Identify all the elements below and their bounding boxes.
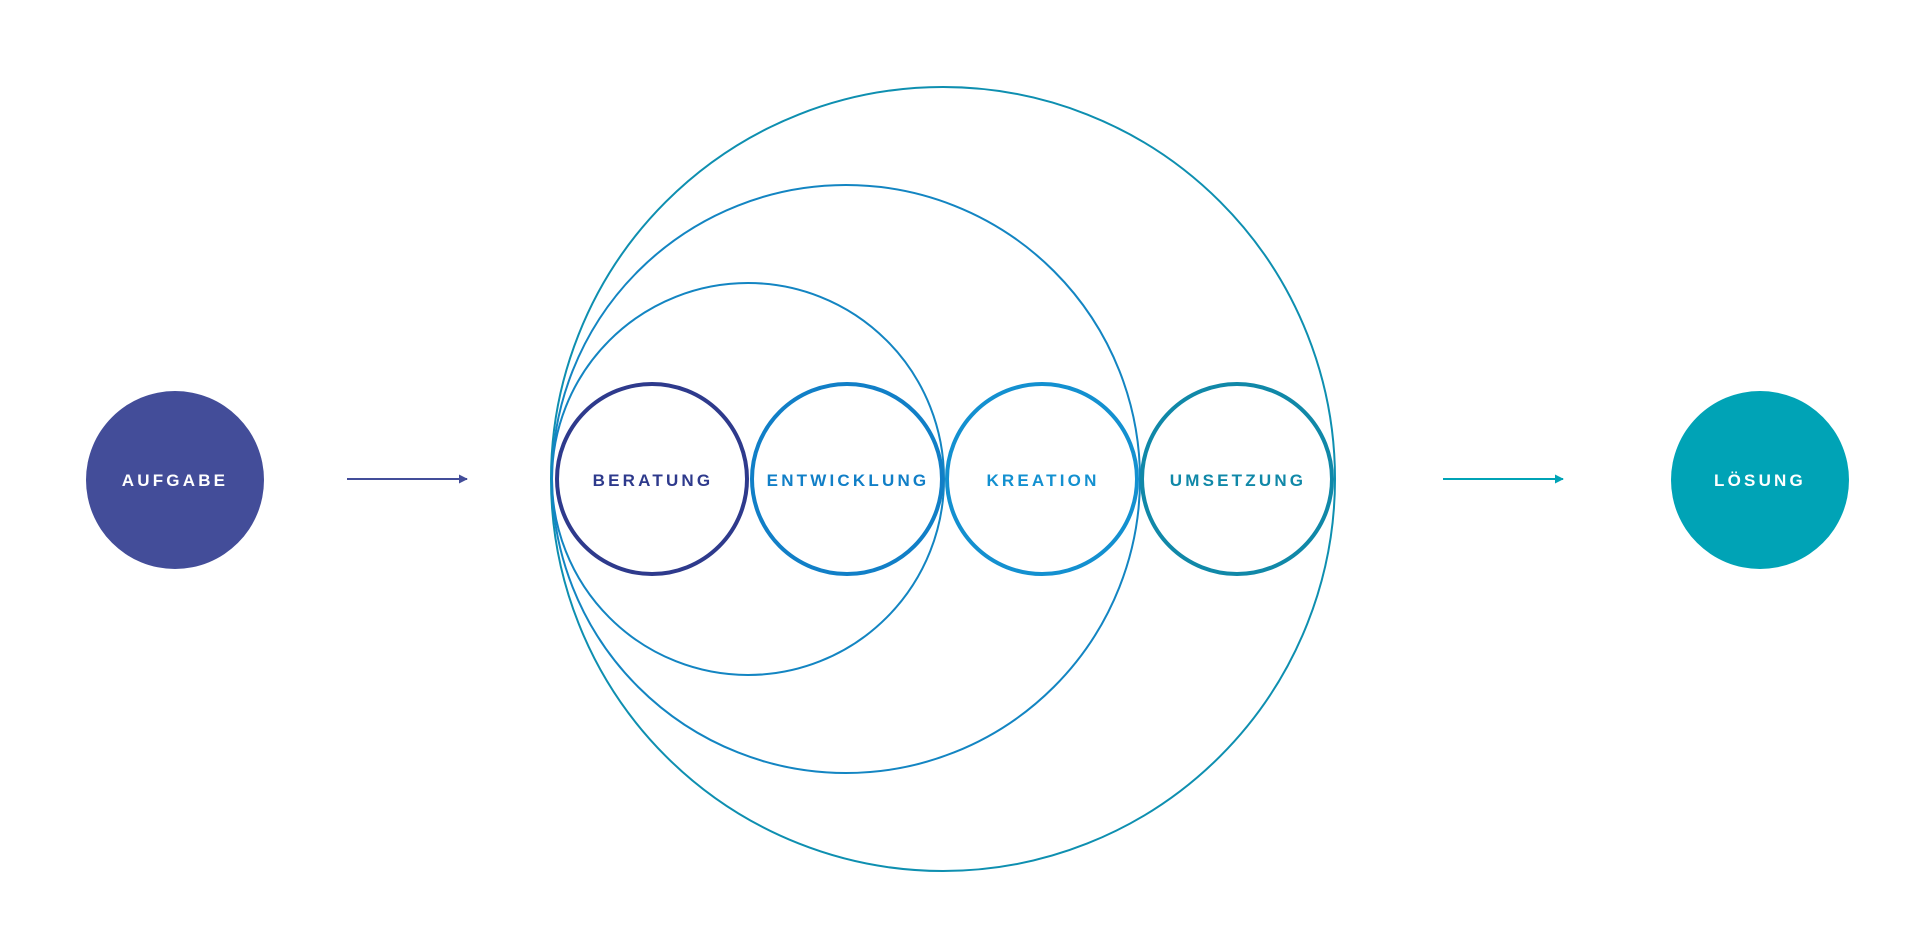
stage-label-umsetzung: UMSETZUNG xyxy=(1170,471,1306,490)
stage-circle-umsetzung xyxy=(1140,382,1334,576)
input-node: AUFGABE xyxy=(86,391,264,569)
stage-label-kreation: KREATION xyxy=(986,471,1099,490)
input-node-label: AUFGABE xyxy=(122,471,228,490)
stage-circle-beratung xyxy=(555,382,749,576)
stage-circle-kreation xyxy=(945,382,1139,576)
input-node-circle xyxy=(86,391,264,569)
stage-umsetzung: UMSETZUNG xyxy=(1140,382,1334,576)
output-node-label: LÖSUNG xyxy=(1714,471,1806,490)
output-node: LÖSUNG xyxy=(1671,391,1849,569)
stage-label-entwicklung: ENTWICKLUNG xyxy=(767,471,930,490)
output-node-circle xyxy=(1671,391,1849,569)
stage-label-beratung: BERATUNG xyxy=(593,471,714,490)
stage-kreation: KREATION xyxy=(945,382,1139,576)
stage-entwicklung: ENTWICKLUNG xyxy=(750,382,944,576)
stage-circle-entwicklung xyxy=(750,382,944,576)
stage-beratung: BERATUNG xyxy=(555,382,749,576)
